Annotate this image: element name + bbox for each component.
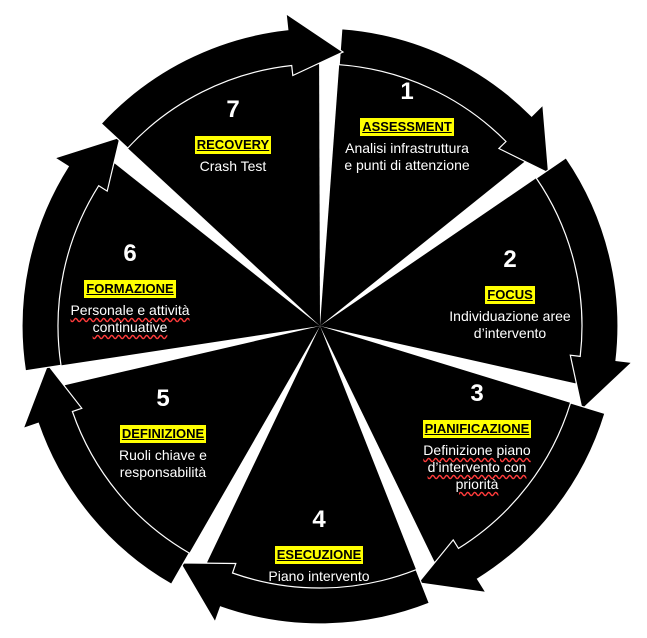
step-title: FOCUS xyxy=(485,286,535,304)
step-title: FORMAZIONE xyxy=(84,280,176,298)
step-title: DEFINIZIONE xyxy=(119,425,207,443)
step-title: ESECUZIONE xyxy=(274,546,364,564)
segment-text-7: 7 RECOVERY Crash Test xyxy=(148,96,318,175)
step-number: 6 xyxy=(123,240,137,267)
step-number: 1 xyxy=(400,78,414,105)
step-description: Crash Test xyxy=(199,158,267,174)
step-description: Ruoli chiave e responsabilità xyxy=(119,447,207,480)
segment-text-5: 5 DEFINIZIONE Ruoli chiave e responsabil… xyxy=(78,385,248,481)
step-description: Piano intervento xyxy=(268,568,370,584)
curved-arrow-icon xyxy=(100,12,345,149)
step-number: 5 xyxy=(156,385,170,412)
step-number: 7 xyxy=(226,96,240,123)
step-title: PIANIFICAZIONE xyxy=(422,420,532,438)
segment-6 xyxy=(58,163,321,366)
segment-2 xyxy=(320,178,582,384)
segment-4 xyxy=(207,326,417,588)
step-number: 2 xyxy=(503,246,517,273)
step-title: RECOVERY xyxy=(194,136,272,154)
step-description: Personale e attività continuative xyxy=(70,302,190,335)
segment-3 xyxy=(320,326,571,562)
segment-text-4: 4 ESECUZIONE Piano intervento xyxy=(234,506,404,585)
step-number: 3 xyxy=(470,380,484,407)
segment-text-3: 3 PIANIFICAZIONE Definizione piano d’int… xyxy=(392,380,562,493)
step-number: 4 xyxy=(312,506,326,533)
step-description: Definizione piano d’intervento con prior… xyxy=(423,442,531,492)
segment-text-2: 2 FOCUS Individuazione aree d’intervento xyxy=(425,246,595,342)
segment-7 xyxy=(127,64,320,326)
segment-text-1: 1 ASSESSMENT Analisi infrastruttura e pu… xyxy=(322,78,492,174)
segment-text-6: 6 FORMAZIONE Personale e attività contin… xyxy=(45,240,215,336)
step-title: ASSESSMENT xyxy=(360,118,454,136)
step-description: Analisi infrastruttura e punti di attenz… xyxy=(344,140,470,173)
step-description: Individuazione aree d’intervento xyxy=(449,308,571,341)
